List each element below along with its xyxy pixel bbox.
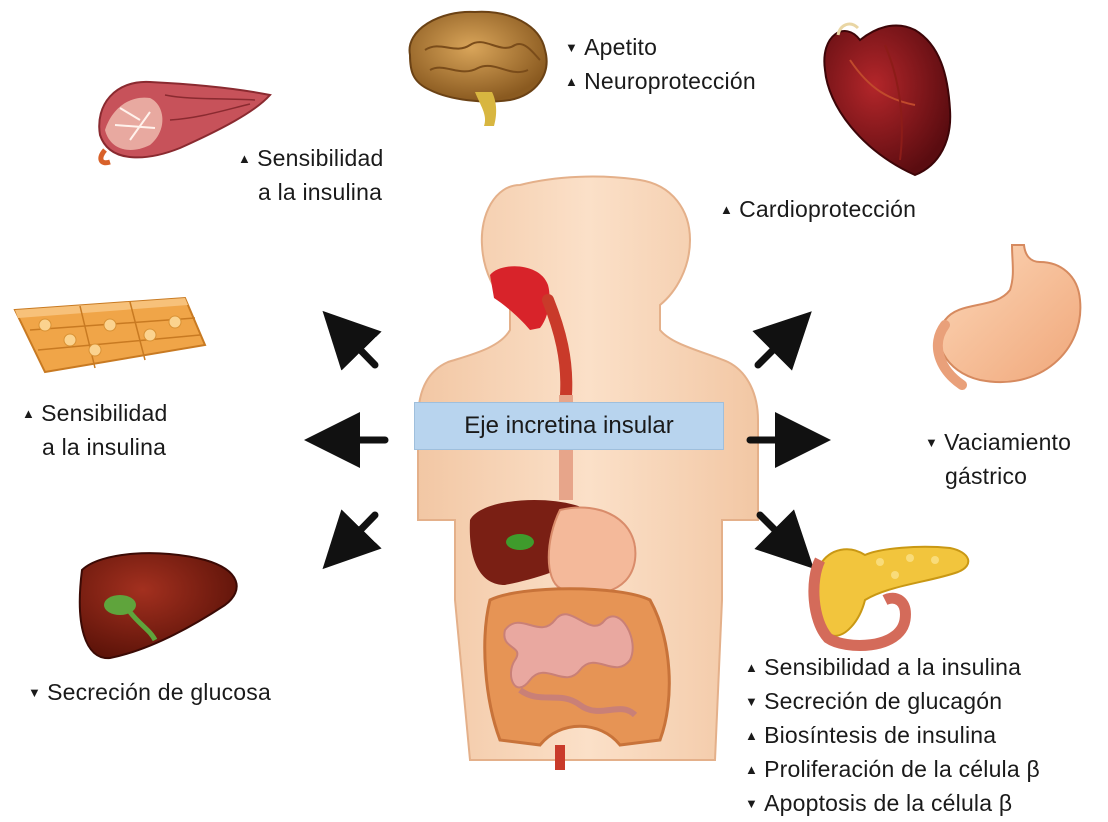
pancreas-effect-5: Apoptosis de la célula β — [745, 788, 1040, 822]
stomach-icon — [938, 245, 1081, 385]
muscle-effects: Sensibilidad a la insulina — [238, 143, 384, 207]
liver-effects: Secreción de glucosa — [28, 677, 271, 711]
adipose-effect-line2: a la insulina — [22, 432, 168, 462]
arrow-to-stomach — [758, 331, 792, 365]
stomach-effects: Vaciamiento gástrico — [925, 427, 1071, 491]
heart-effects: Cardioprotección — [720, 194, 916, 228]
muscle-effect-line2: a la insulina — [238, 177, 384, 207]
center-axis-label: Eje incretina insular — [414, 402, 724, 450]
stomach-effect-line1: Vaciamiento — [925, 427, 1071, 461]
brain-effects: Apetito Neuroprotección — [565, 32, 756, 100]
adipose-effects: Sensibilidad a la insulina — [22, 398, 168, 462]
brain-icon — [410, 12, 547, 126]
brain-effect-neuroprotection: Neuroprotección — [565, 66, 756, 100]
adipose-tissue-icon — [15, 298, 205, 372]
heart-icon — [824, 24, 950, 175]
arrow-to-liver — [342, 515, 375, 549]
arrow-to-adipose — [342, 331, 375, 365]
pancreas-effect-4: Proliferación de la célula β — [745, 754, 1040, 788]
adipose-effect-line1: Sensibilidad — [22, 398, 168, 432]
human-body-icon — [418, 177, 758, 770]
arrow-to-pancreas — [760, 515, 794, 549]
pancreas-effect-3: Biosíntesis de insulina — [745, 720, 1040, 754]
liver-effect-glucose: Secreción de glucosa — [28, 677, 271, 711]
heart-effect-cardioprotection: Cardioprotección — [720, 194, 916, 228]
pancreas-effect-2: Secreción de glucagón — [745, 686, 1040, 720]
incretin-axis-diagram: Eje incretina insular Apetito Neuroprote… — [0, 0, 1108, 801]
brain-effect-appetite: Apetito — [565, 32, 756, 66]
pancreas-effects: Sensibilidad a la insulina Secreción de … — [745, 652, 1040, 822]
muscle-effect-line1: Sensibilidad — [238, 143, 384, 177]
pancreas-icon — [814, 547, 968, 646]
stomach-effect-line2: gástrico — [925, 461, 1071, 491]
pancreas-effect-1: Sensibilidad a la insulina — [745, 652, 1040, 686]
liver-icon — [80, 553, 237, 658]
